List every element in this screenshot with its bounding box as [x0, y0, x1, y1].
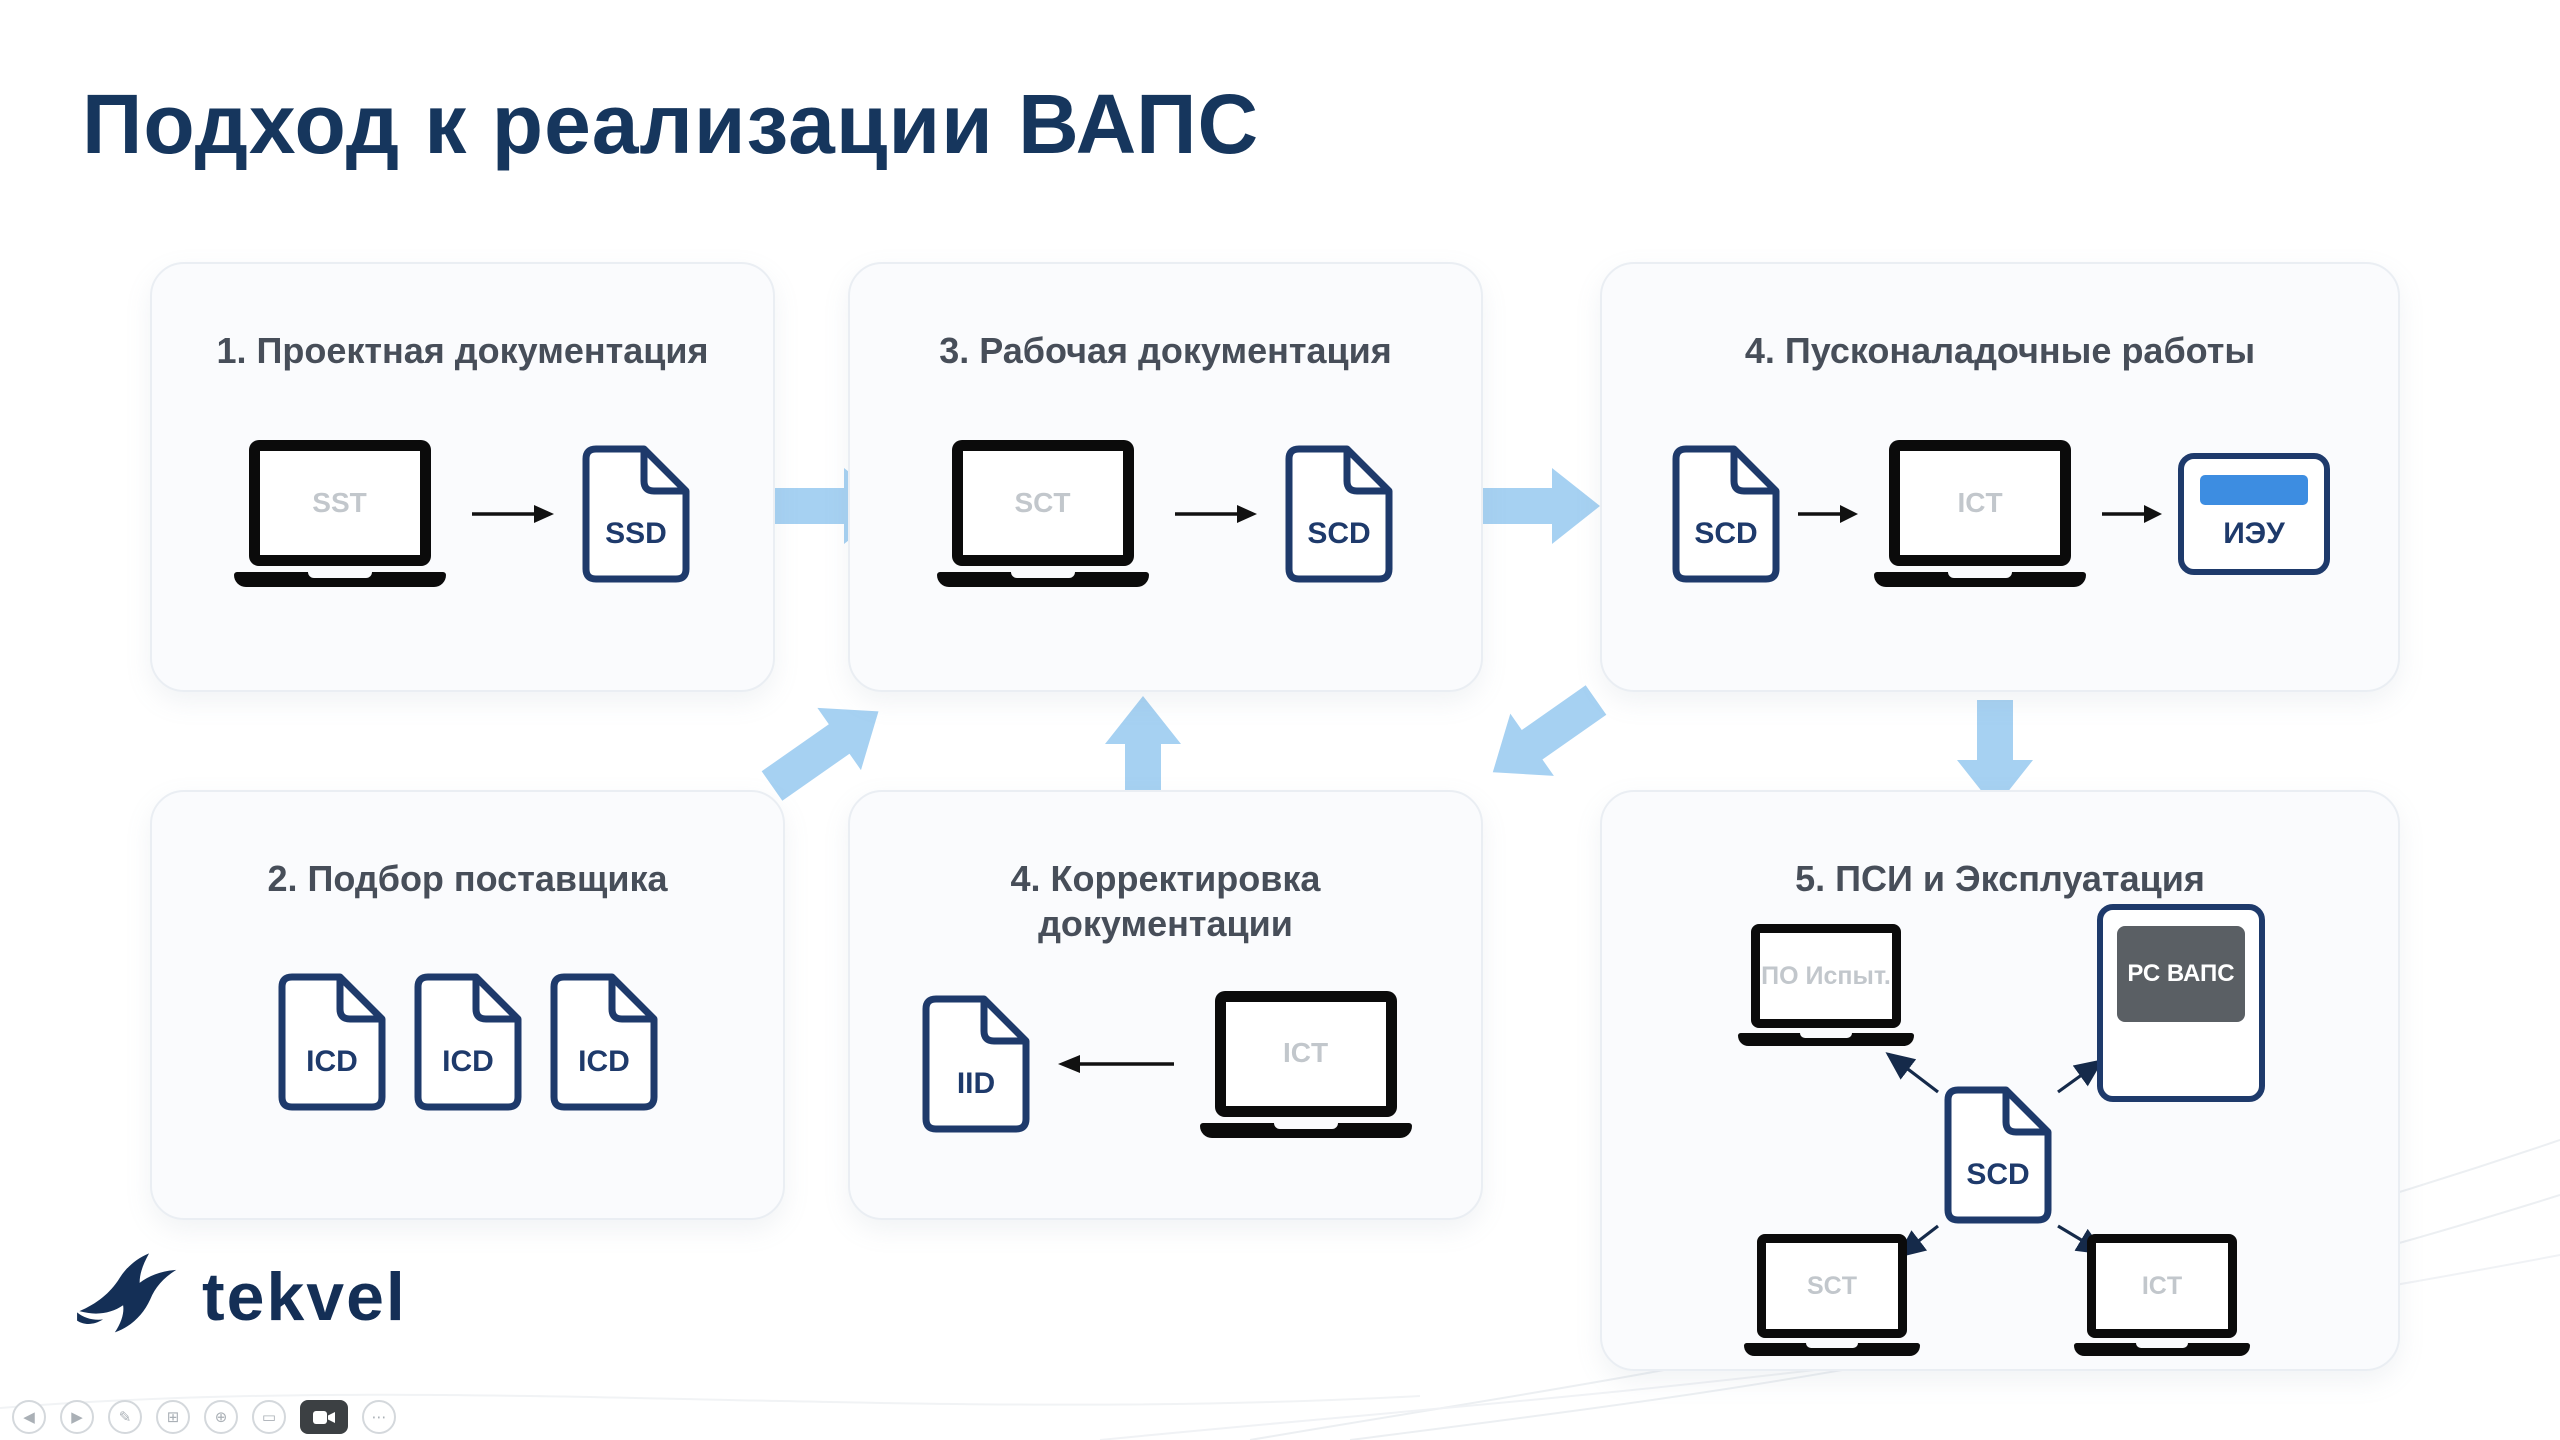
document-icon: SCD [1672, 445, 1780, 582]
document-icon: SCD [1285, 445, 1392, 582]
laptop-label: SCT [1807, 1271, 1857, 1300]
card-acceptance-operation: 5. ПСИ и Эксплуатация ПО Испыт. РС ВАПС … [1600, 790, 2400, 1371]
document-icon: SCD [1944, 1086, 2052, 1224]
laptop-label: ICT [1282, 1037, 1329, 1069]
tekvel-logo: tekvel [70, 1238, 407, 1356]
document-icon: ICD [278, 973, 385, 1110]
flow-arrow-commissioning-to-operation [1957, 700, 2033, 808]
arrow-left-icon [1057, 1055, 1174, 1073]
card-title: 2. Подбор поставщика [267, 858, 668, 899]
document-icon: IID [922, 995, 1029, 1133]
more-options-button[interactable]: ⋯ [362, 1400, 396, 1434]
card-title: 3. Рабочая документация [939, 330, 1392, 371]
vaps-workstation-icon: РС ВАПС [2097, 904, 2265, 1102]
document-icon: ICD [414, 973, 521, 1110]
pen-icon: ✎ [118, 1407, 132, 1426]
arrow-right-icon [1174, 504, 1257, 523]
all-slides-icon: ⊞ [166, 1407, 180, 1426]
document-label: ICD [442, 1045, 494, 1078]
arrow-right-icon [2102, 504, 2162, 523]
zoom-icon: ⊕ [214, 1407, 228, 1426]
document-label: ICD [578, 1045, 630, 1078]
slideshow-toolbar: ◀ ▶ ✎ ⊞ ⊕ ▭ ⋯ [12, 1400, 396, 1434]
camera-button[interactable] [300, 1400, 348, 1434]
laptop-label: SST [312, 486, 367, 518]
slide-title: Подход к реализации ВАПС [82, 77, 1260, 171]
card-documentation-correction: 4. Корректировка документации IID ICT [848, 790, 1483, 1220]
card-project-documentation: 1. Проектная документация SST SSD [150, 262, 775, 692]
document-label: SCD [1966, 1158, 2029, 1191]
card-title: 1. Проектная документация [216, 330, 709, 371]
ied-screen-bar [2200, 474, 2308, 505]
card-title: 5. ПСИ и Эксплуатация [1795, 858, 2205, 899]
flow-arrow-correction-to-working [1105, 696, 1181, 800]
scd-distribution-arrows [1885, 1052, 2106, 1258]
card-title: 4. Корректировка документации [1010, 858, 1321, 944]
document-label: SCD [1307, 517, 1370, 550]
document-label: SSD [605, 517, 667, 550]
ied-device-icon: ИЭУ [2178, 452, 2330, 575]
previous-icon: ◀ [23, 1407, 35, 1426]
next-slide-button[interactable]: ▶ [60, 1400, 94, 1434]
document-icon: SSD [582, 445, 689, 582]
card-working-documentation: 3. Рабочая документация SCT SCD [848, 262, 1483, 692]
laptop-icon: ICT [1874, 440, 2086, 587]
card-title: 4. Пусконаладочные работы [1744, 330, 2256, 371]
zoom-button[interactable]: ⊕ [204, 1400, 238, 1434]
sct-laptop-icon: SCT [1744, 1234, 1920, 1356]
captions-button[interactable]: ▭ [252, 1400, 286, 1434]
card-commissioning: 4. Пусконаладочные работы SCD ICT ИЭУ [1600, 262, 2400, 692]
flow-arrow-working-to-commissioning [1478, 468, 1600, 544]
card-supplier-selection: 2. Подбор поставщика ICD ICD ICD [150, 790, 785, 1220]
flow-arrow-supplier-to-working [761, 707, 879, 801]
workstation-label: РС ВАПС [2117, 926, 2245, 1022]
document-label: IID [956, 1067, 994, 1100]
ict-laptop-icon: ICT [2074, 1234, 2250, 1356]
laptop-label: SCT [1014, 486, 1071, 518]
next-icon: ▶ [71, 1407, 83, 1426]
arrow-right-icon [1798, 504, 1858, 523]
test-software-laptop-icon: ПО Испыт. [1738, 924, 1914, 1046]
tekvel-bird-icon [77, 1253, 177, 1333]
captions-icon: ▭ [261, 1407, 277, 1426]
laptop-icon: SST [233, 440, 446, 587]
all-slides-button[interactable]: ⊞ [156, 1400, 190, 1434]
laptop-icon: SCT [936, 440, 1149, 587]
laptop-label: ПО Испыт. [1761, 961, 1891, 990]
laptop-label: ICT [1957, 486, 2003, 518]
document-label: ICD [306, 1045, 358, 1078]
device-label: ИЭУ [2223, 516, 2285, 550]
arrow-right-icon [471, 504, 554, 523]
camera-icon [313, 1410, 335, 1424]
pen-button[interactable]: ✎ [108, 1400, 142, 1434]
logo-wordmark: tekvel [202, 1259, 407, 1335]
more-options-icon: ⋯ [371, 1407, 387, 1426]
previous-slide-button[interactable]: ◀ [12, 1400, 46, 1434]
document-label: SCD [1694, 517, 1757, 550]
flow-arrow-commissioning-to-correction [1492, 685, 1607, 776]
laptop-icon: ICT [1199, 990, 1412, 1138]
document-icon: ICD [550, 973, 657, 1110]
laptop-label: ICT [2141, 1271, 2183, 1300]
